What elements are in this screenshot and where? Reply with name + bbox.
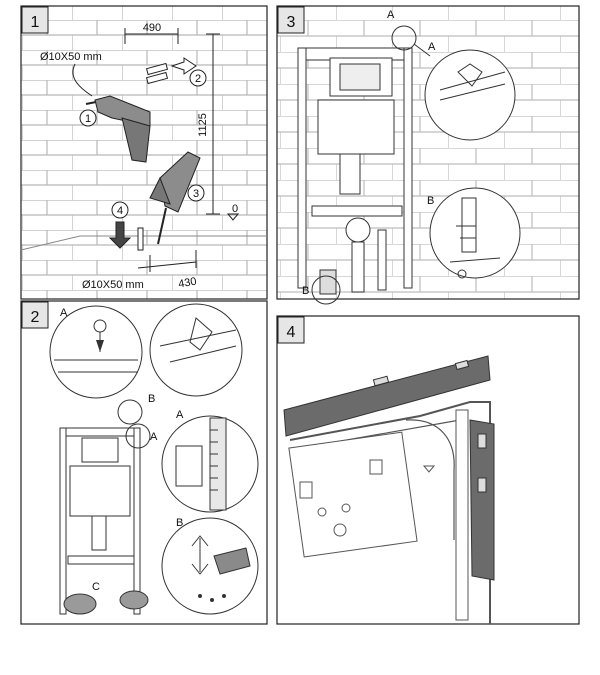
- drill-horizontal-icon: [85, 95, 151, 163]
- callout-b-marker: A: [150, 431, 158, 443]
- step-2-marker: 2: [195, 73, 201, 85]
- detail-b-label: B: [427, 195, 434, 207]
- spirit-level-horizontal: [283, 355, 491, 437]
- dimension-1125: 1125: [197, 33, 220, 215]
- dimension-1125-label: 1125: [197, 113, 209, 137]
- wall-anchor-pair: [145, 57, 197, 85]
- panel-1-number: 1: [31, 14, 40, 31]
- callout-b-marker: B: [302, 285, 309, 297]
- floor-level-mark-icon: [226, 213, 240, 221]
- step-1-marker: 1: [85, 113, 91, 125]
- callout-a-marker: B: [148, 393, 155, 405]
- detail-b-label-mid: A: [176, 409, 184, 421]
- measuring-tape-icon: [209, 417, 227, 511]
- down-arrow-icon: [108, 221, 132, 249]
- dimension-490-label: 490: [143, 22, 161, 34]
- hole-spec-top: Ø10X50 mm: [40, 51, 102, 63]
- panel-2-number: 2: [31, 309, 40, 326]
- installation-frame: [297, 47, 413, 295]
- spirit-level-vertical: [469, 419, 495, 581]
- panel-4-leveling: 4: [276, 315, 580, 625]
- frame-closeup: [288, 401, 491, 624]
- detail-a-bubble: [424, 49, 516, 141]
- up-down-arrow-icon: [191, 535, 209, 575]
- panel-2-frame-mounting: 2 A B A C A: [20, 300, 268, 625]
- drill-vertical-icon: [149, 151, 201, 245]
- panel-3-number: 3: [287, 14, 296, 31]
- hole-spec-bottom: Ø10X50 mm: [82, 279, 144, 291]
- floor-zero-label: 0: [232, 203, 238, 215]
- installation-frame: [59, 427, 149, 615]
- floor-anchor-icon: [137, 227, 144, 251]
- step-4-marker: 4: [117, 205, 123, 217]
- panel-1-drilling: 1 490 1125 0 Ø10X50 mm 2 1: [20, 5, 268, 300]
- panel-4-number: 4: [287, 324, 296, 341]
- detail-a-label: A: [428, 41, 436, 53]
- callout-c-marker: C: [92, 581, 100, 593]
- dimension-490: 490: [124, 22, 179, 44]
- detail-b-bubble-top: [149, 303, 243, 397]
- dimension-430-label: 430: [177, 276, 197, 291]
- detail-a-label: A: [60, 307, 68, 319]
- step-3-marker: 3: [193, 188, 199, 200]
- panel-3-frame-adjustment: 3 A A B B: [276, 5, 580, 305]
- callout-a-marker: A: [387, 9, 395, 21]
- detail-c-label: B: [176, 517, 183, 529]
- detail-c-bubble: [161, 517, 259, 615]
- detail-a-bubble: [49, 305, 143, 399]
